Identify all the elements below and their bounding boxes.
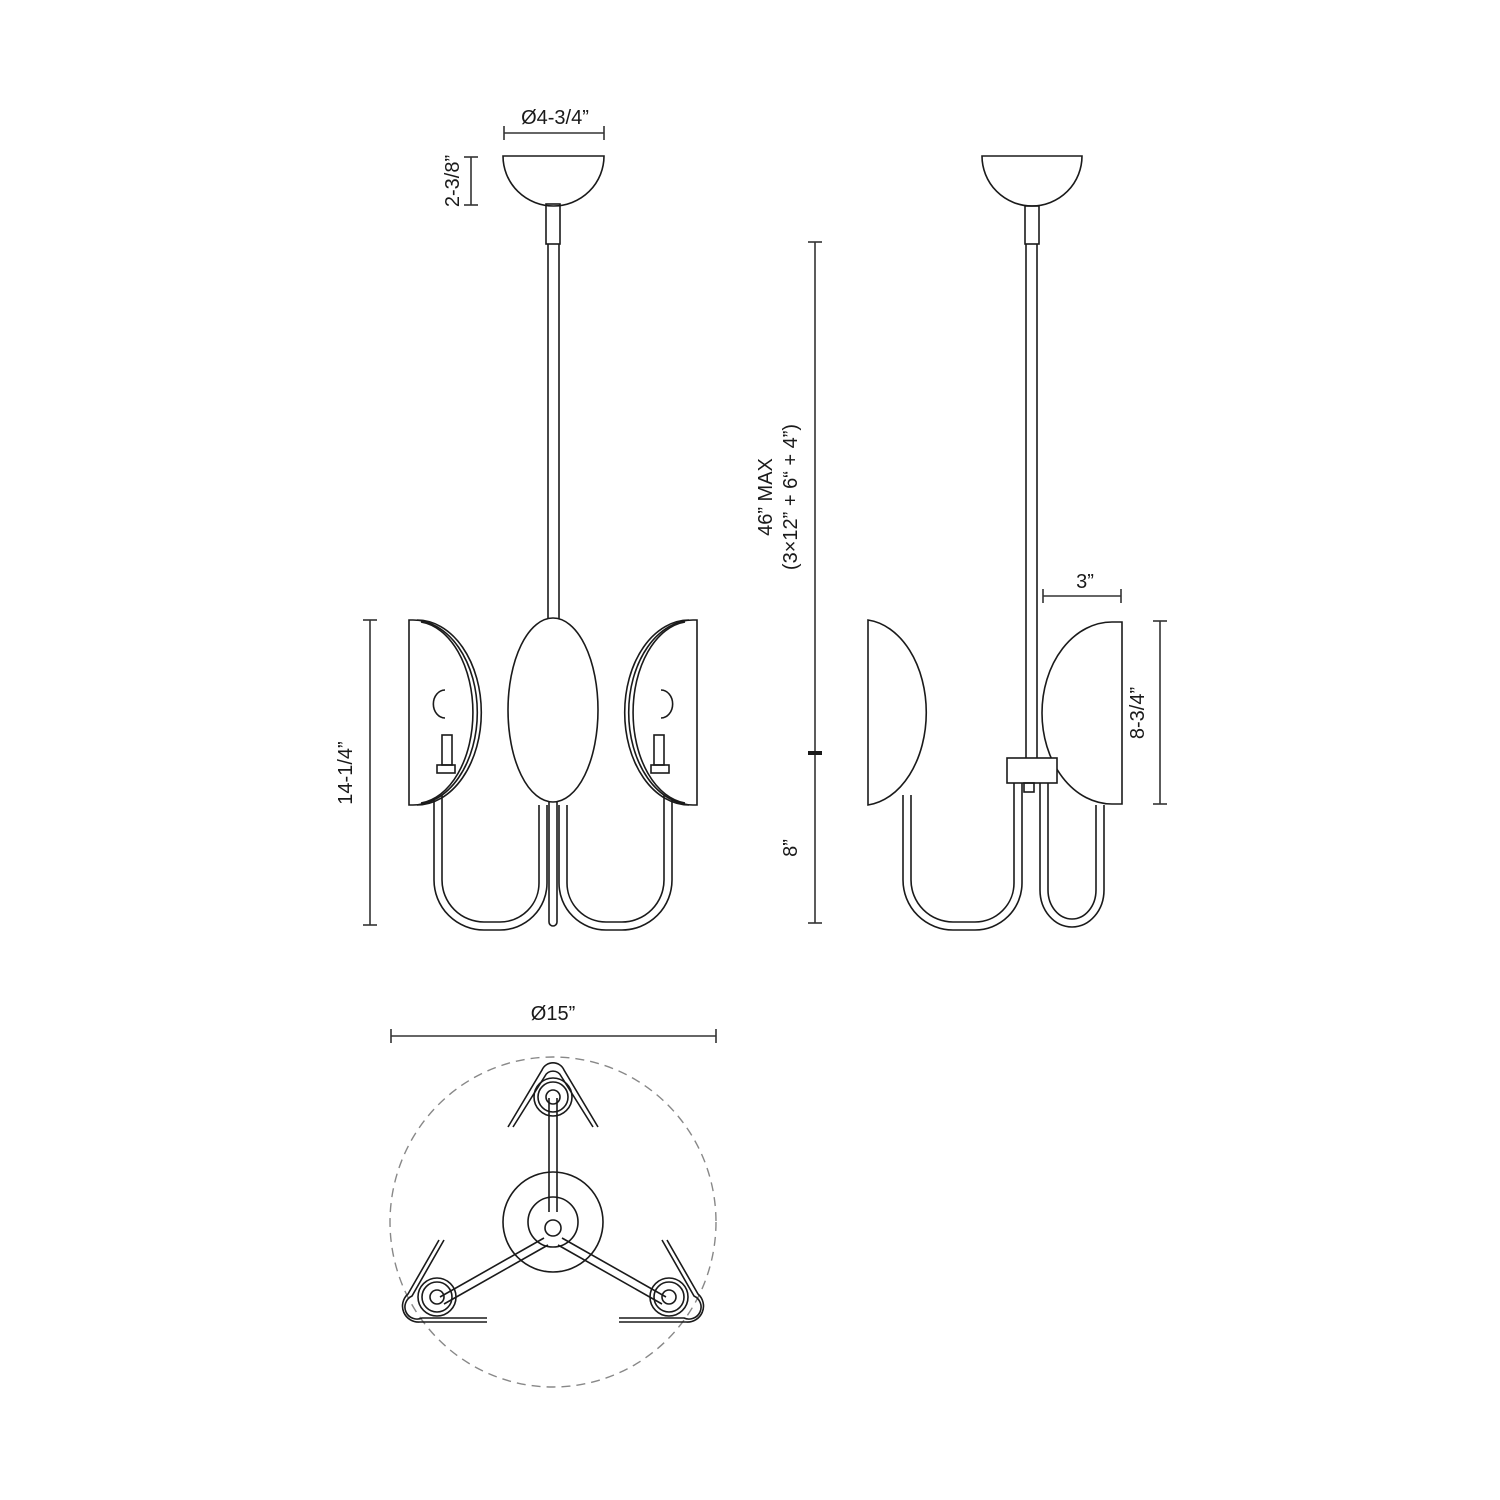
side-canopy [981, 155, 1083, 207]
side-elevation [867, 155, 1123, 931]
plan-shade-right [619, 1239, 705, 1323]
dimension-canopy-diameter: Ø4-3/4” [503, 107, 605, 140]
fixture-diameter-label: Ø15” [531, 1003, 575, 1025]
plan-shade-left [401, 1239, 487, 1323]
dimension-fixture-diameter: Ø15” [390, 1003, 717, 1043]
side-left-shade [867, 619, 928, 806]
canopy-stem [545, 203, 561, 245]
left-shade [408, 619, 483, 806]
right-shade [623, 619, 698, 806]
side-hub [1006, 757, 1058, 784]
side-right-shade [1041, 621, 1123, 805]
dimension-overall-length: 46” MAX (3×12” + 6“ + 4”) 8” [755, 241, 822, 924]
fixture-height-label: 14-1/4” [335, 741, 357, 804]
dimension-fixture-height: 14-1/4” [335, 619, 377, 926]
dimension-canopy-height: 2-3/8” [442, 155, 478, 207]
center-body [507, 617, 599, 803]
outline-circle [389, 1056, 717, 1388]
plan-shade-top [507, 1062, 599, 1128]
body-height-label: 8” [780, 839, 802, 857]
dimension-shade-height: 8-3/4” [1127, 620, 1167, 805]
overall-max-label: 46” MAX [755, 458, 777, 536]
canopy [502, 155, 605, 207]
top-plan [389, 1056, 717, 1388]
front-elevation [408, 155, 698, 931]
canopy-plan [502, 1171, 604, 1273]
shade-depth-label: 3” [1076, 571, 1094, 593]
canopy-height-label: 2-3/8” [442, 155, 464, 207]
shade-height-label: 8-3/4” [1127, 687, 1149, 739]
dimension-shade-depth: 3” [1042, 571, 1122, 603]
overall-breakdown-label: (3×12” + 6“ + 4”) [780, 424, 802, 570]
canopy-diameter-label: Ø4-3/4” [521, 107, 589, 129]
